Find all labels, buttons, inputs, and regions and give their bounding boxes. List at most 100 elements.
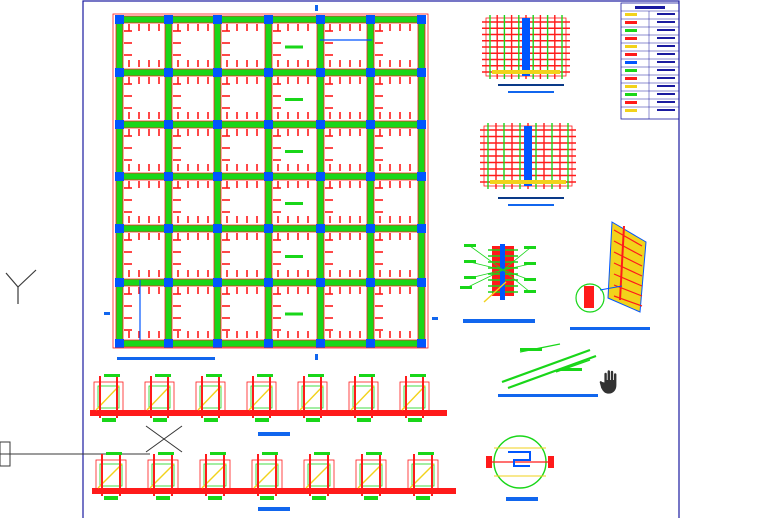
wall-section-leader — [599, 285, 623, 291]
wall-section-rebar — [613, 273, 643, 287]
wall-elevation-detail-1[interactable] — [482, 15, 570, 79]
wall-section-title-bar — [570, 327, 650, 330]
circle-edge-bar — [548, 456, 554, 468]
plan-column — [264, 68, 273, 77]
beam-callout — [158, 452, 174, 455]
elevation-dimension — [492, 70, 560, 74]
wall-section-rebar — [613, 240, 643, 257]
plan-column — [417, 278, 426, 287]
anchorage-detail[interactable] — [501, 343, 597, 390]
plan-column — [417, 120, 426, 129]
beam-callout — [416, 496, 430, 500]
legend-header — [635, 6, 665, 9]
floor-plan-title-bar — [117, 357, 215, 360]
plan-column — [316, 278, 325, 287]
beam-callout — [153, 418, 167, 422]
wall-elevation-detail-2[interactable] — [480, 123, 576, 189]
wall-section-rebar — [613, 229, 643, 247]
column-callout — [524, 262, 536, 265]
plan-column — [213, 68, 222, 77]
circle-edge-bar — [486, 456, 492, 468]
beam-section-outline — [93, 381, 124, 413]
plan-panel-tag — [285, 45, 303, 49]
legend-swatch — [625, 93, 637, 96]
legend-description — [657, 45, 675, 47]
plan-column — [366, 68, 375, 77]
plan-column — [115, 172, 124, 181]
column-leader — [502, 247, 531, 271]
beam-stirrup — [301, 385, 324, 409]
plan-column — [164, 172, 173, 181]
beam-stirrup — [199, 385, 222, 409]
legend-description — [657, 85, 675, 87]
legend-description — [657, 21, 675, 23]
legend-description — [657, 53, 675, 55]
wall-section-detail[interactable] — [575, 221, 647, 313]
ucs-y-axis-icon — [5, 269, 37, 304]
beam-callout — [366, 452, 382, 455]
plan-column — [213, 172, 222, 181]
beam-sections-row-2[interactable] — [92, 452, 456, 500]
plan-column — [264, 15, 273, 24]
beam-sections-row-1[interactable] — [90, 374, 447, 422]
beam-section-outline — [195, 381, 226, 413]
pan-hand-icon[interactable] — [598, 368, 624, 396]
elevation-1-title-bar — [508, 91, 554, 93]
legend-description — [657, 13, 675, 15]
elevation-1-caption — [498, 84, 564, 86]
beam-callout — [262, 452, 278, 455]
plan-column — [164, 68, 173, 77]
plan-column — [316, 339, 325, 348]
plan-column — [417, 15, 426, 24]
plan-column — [316, 15, 325, 24]
plan-column — [213, 15, 222, 24]
beam-callout — [410, 374, 426, 377]
beam-stirrup — [403, 385, 426, 409]
beam-stirrup — [148, 385, 171, 409]
column-rebar-detail[interactable] — [460, 244, 536, 303]
beam-section-outline — [399, 381, 430, 413]
legend-description — [657, 61, 675, 63]
beam-section-outline — [95, 459, 127, 491]
beam-callout — [314, 452, 330, 455]
circle-hook-bar — [508, 451, 531, 467]
plan-column — [264, 278, 273, 287]
beam-long-bar — [90, 410, 447, 416]
beam-callout — [257, 374, 273, 377]
wall-section-callout-bars — [584, 286, 594, 308]
beam-section-outline — [251, 459, 283, 491]
beam-row-2-title-bar — [258, 507, 290, 511]
column-leader — [469, 261, 504, 271]
legend-swatch — [625, 61, 637, 64]
legend-description — [657, 101, 675, 103]
beam-section-outline — [199, 459, 231, 491]
plan-axis-markers — [104, 5, 438, 360]
beam-long-bar — [92, 488, 456, 494]
legend-description — [657, 69, 675, 71]
beam-stirrup — [255, 463, 279, 487]
column-core — [500, 244, 505, 300]
plan-column — [366, 172, 375, 181]
legend-description — [657, 93, 675, 95]
legend-table[interactable] — [620, 2, 680, 120]
sheet-border — [82, 0, 680, 518]
plan-panel-tag — [285, 150, 303, 153]
anchorage-bar — [501, 348, 591, 384]
beam-callout — [255, 418, 269, 422]
wall-section-rebar — [613, 262, 643, 277]
pile-cap-circle-detail[interactable] — [486, 435, 554, 489]
beam-callout — [418, 452, 434, 455]
foundation-floor-plan[interactable] — [112, 13, 429, 349]
beam-callout — [104, 374, 120, 377]
beam-row-1-title-bar — [258, 432, 290, 436]
column-callout — [524, 246, 536, 249]
elevation-2-title-bar — [508, 204, 554, 206]
plan-column — [213, 339, 222, 348]
beam-section-outline — [355, 459, 387, 491]
legend-swatch — [625, 21, 637, 24]
plan-column — [366, 278, 375, 287]
elevation-column — [524, 126, 532, 186]
plan-column — [164, 15, 173, 24]
beam-callout — [308, 374, 324, 377]
